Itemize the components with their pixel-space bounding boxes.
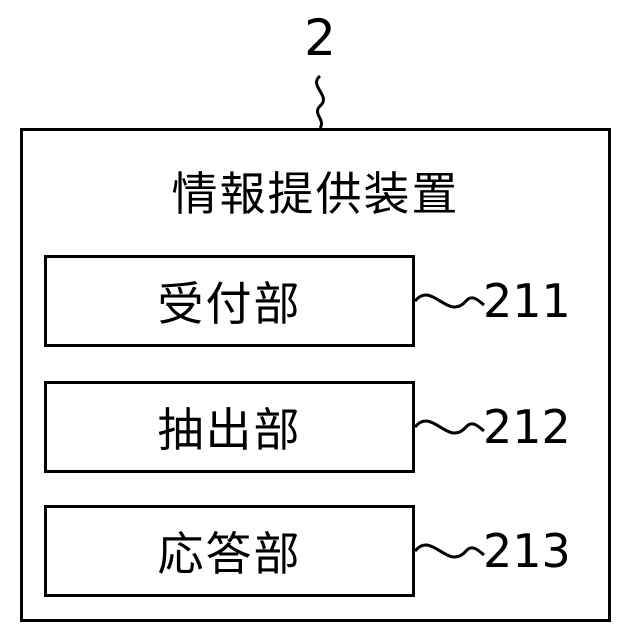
reference-number-213: 213 <box>483 523 593 579</box>
unit-box-response: 応答部 <box>44 505 415 597</box>
unit-label-reception: 受付部 <box>158 268 302 334</box>
unit-box-extraction: 抽出部 <box>44 381 415 473</box>
unit-label-response: 応答部 <box>158 518 302 584</box>
unit-box-reception: 受付部 <box>44 255 415 347</box>
reference-number-211: 211 <box>483 273 593 329</box>
unit-label-extraction: 抽出部 <box>158 394 302 460</box>
reference-number-212: 212 <box>483 399 593 455</box>
diagram-reference-number: 2 <box>296 8 344 68</box>
top-leader-squiggle <box>317 76 324 128</box>
device-title: 情報提供装置 <box>20 162 611 226</box>
